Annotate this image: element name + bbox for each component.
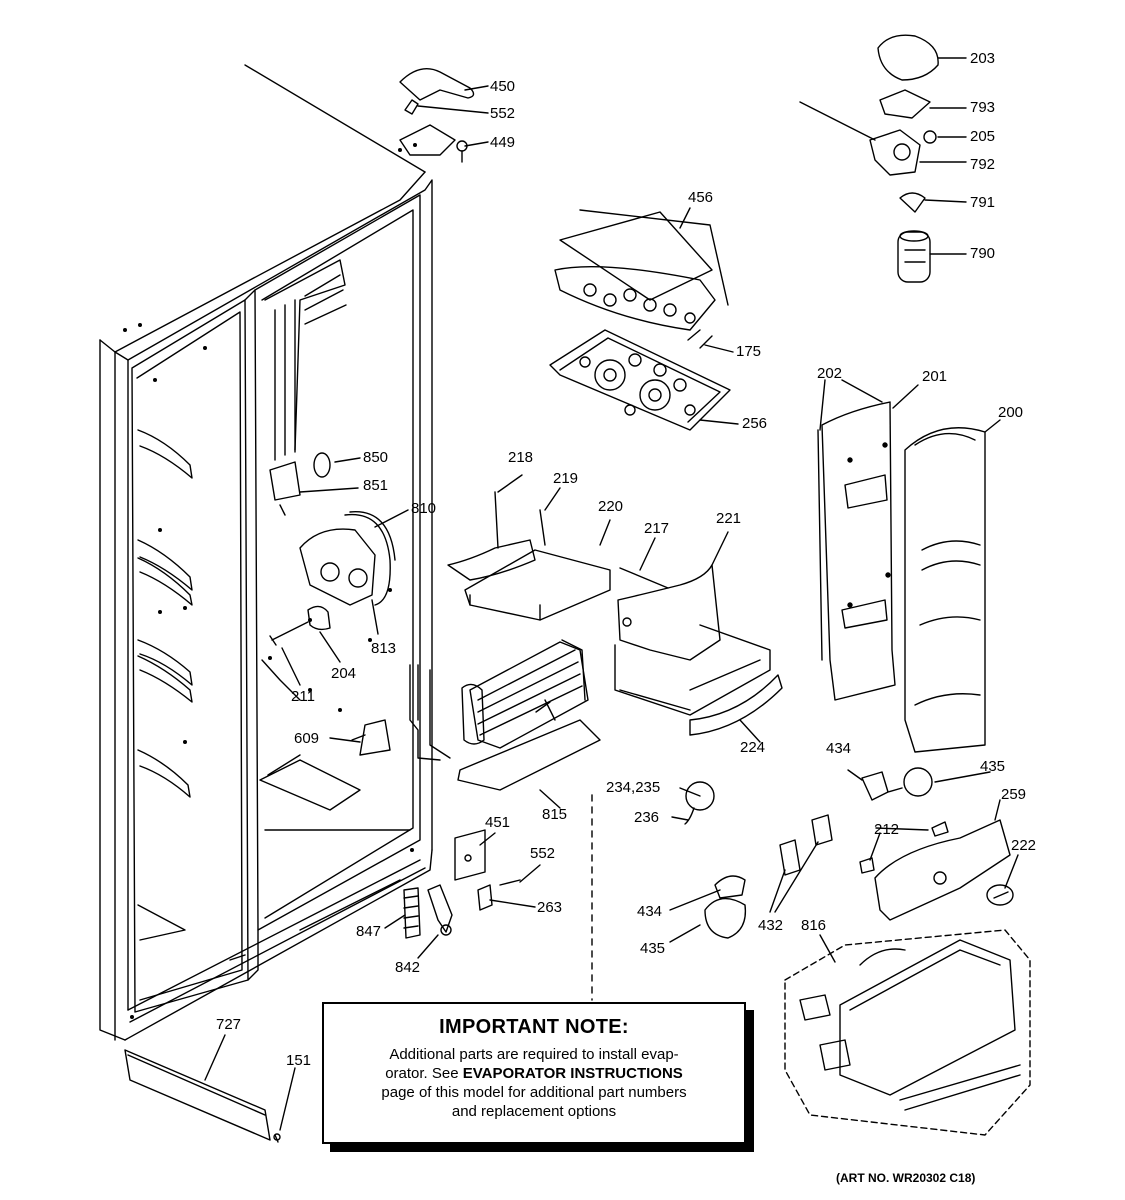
fridge-cabinet — [99, 64, 433, 1041]
fan-cover-panels — [817, 401, 986, 753]
label-234-235: 234,235 — [606, 779, 661, 796]
label-212: 212 — [874, 821, 900, 838]
label-175: 175 — [736, 343, 762, 360]
label-435-upper: 435 — [980, 758, 1006, 775]
label-816: 816 — [801, 917, 827, 934]
label-203: 203 — [970, 50, 996, 67]
label-434-lower: 434 — [637, 903, 663, 920]
leader-lines — [204, 57, 1019, 1131]
label-219: 219 — [553, 470, 579, 487]
label-211: 211 — [291, 688, 315, 705]
top-hinge-parts — [399, 68, 475, 163]
label-217: 217 — [644, 520, 670, 537]
label-815: 815 — [542, 806, 568, 823]
label-435-lower: 435 — [640, 940, 666, 957]
label-449: 449 — [490, 134, 516, 151]
label-202: 202 — [817, 365, 843, 382]
note-line-4: and replacement options — [451, 1103, 617, 1120]
note-line-2: orator. See EVAPORATOR INSTRUCTIONS — [332, 1064, 736, 1083]
thermistor-part — [684, 781, 715, 825]
label-204: 204 — [331, 665, 357, 682]
note-evaporator-link-text: EVAPORATOR INSTRUCTIONS — [462, 1065, 683, 1082]
label-236: 236 — [634, 809, 660, 826]
light-cover-parts — [549, 209, 731, 431]
label-850: 850 — [363, 449, 389, 466]
label-434-upper: 434 — [826, 740, 852, 757]
label-151: 151 — [286, 1052, 312, 1069]
label-609: 609 — [294, 730, 320, 747]
ice-tray-parts — [447, 491, 783, 736]
label-813: 813 — [371, 640, 397, 657]
label-450: 450 — [490, 78, 516, 95]
label-793: 793 — [970, 99, 996, 116]
label-432: 432 — [758, 917, 784, 934]
label-451: 451 — [485, 814, 511, 831]
label-847: 847 — [356, 923, 382, 940]
label-220: 220 — [598, 498, 624, 515]
label-842: 842 — [395, 959, 421, 976]
control-parts — [269, 452, 396, 756]
label-727: 727 — [216, 1016, 242, 1033]
label-552-top: 552 — [490, 105, 516, 122]
grille-727 — [124, 1049, 281, 1143]
art-number: (ART NO. WR20302 C18) — [836, 1171, 976, 1185]
label-791: 791 — [970, 194, 996, 211]
module-816 — [784, 929, 1031, 1136]
label-221: 221 — [716, 510, 742, 527]
label-218: 218 — [508, 449, 534, 466]
label-810: 810 — [411, 500, 437, 517]
light-socket-upper — [861, 767, 933, 801]
note-title: IMPORTANT NOTE: — [439, 1016, 629, 1038]
label-200: 200 — [998, 404, 1024, 421]
label-851: 851 — [363, 477, 389, 494]
light-cover-259 — [859, 819, 1014, 921]
label-256: 256 — [742, 415, 768, 432]
note-line-3: page of this model for additional part n… — [381, 1084, 687, 1101]
important-note-box: IMPORTANT NOTE: Additional parts are req… — [322, 1002, 746, 1144]
note-body: Additional parts are required to install… — [324, 1045, 744, 1121]
label-205: 205 — [970, 128, 996, 145]
label-790: 790 — [970, 245, 996, 262]
label-222: 222 — [1011, 837, 1037, 854]
note-line-1: Additional parts are required to install… — [389, 1046, 679, 1063]
filter-assembly — [799, 34, 939, 283]
label-224: 224 — [740, 739, 766, 756]
label-259: 259 — [1001, 786, 1027, 803]
evaporator — [409, 639, 601, 791]
lower-hinge-parts — [403, 829, 521, 939]
label-263: 263 — [537, 899, 563, 916]
note-line-2-text: orator. See — [385, 1065, 463, 1082]
label-456: 456 — [688, 189, 714, 206]
label-201: 201 — [922, 368, 948, 385]
label-792: 792 — [970, 156, 996, 173]
label-552-lower: 552 — [530, 845, 556, 862]
